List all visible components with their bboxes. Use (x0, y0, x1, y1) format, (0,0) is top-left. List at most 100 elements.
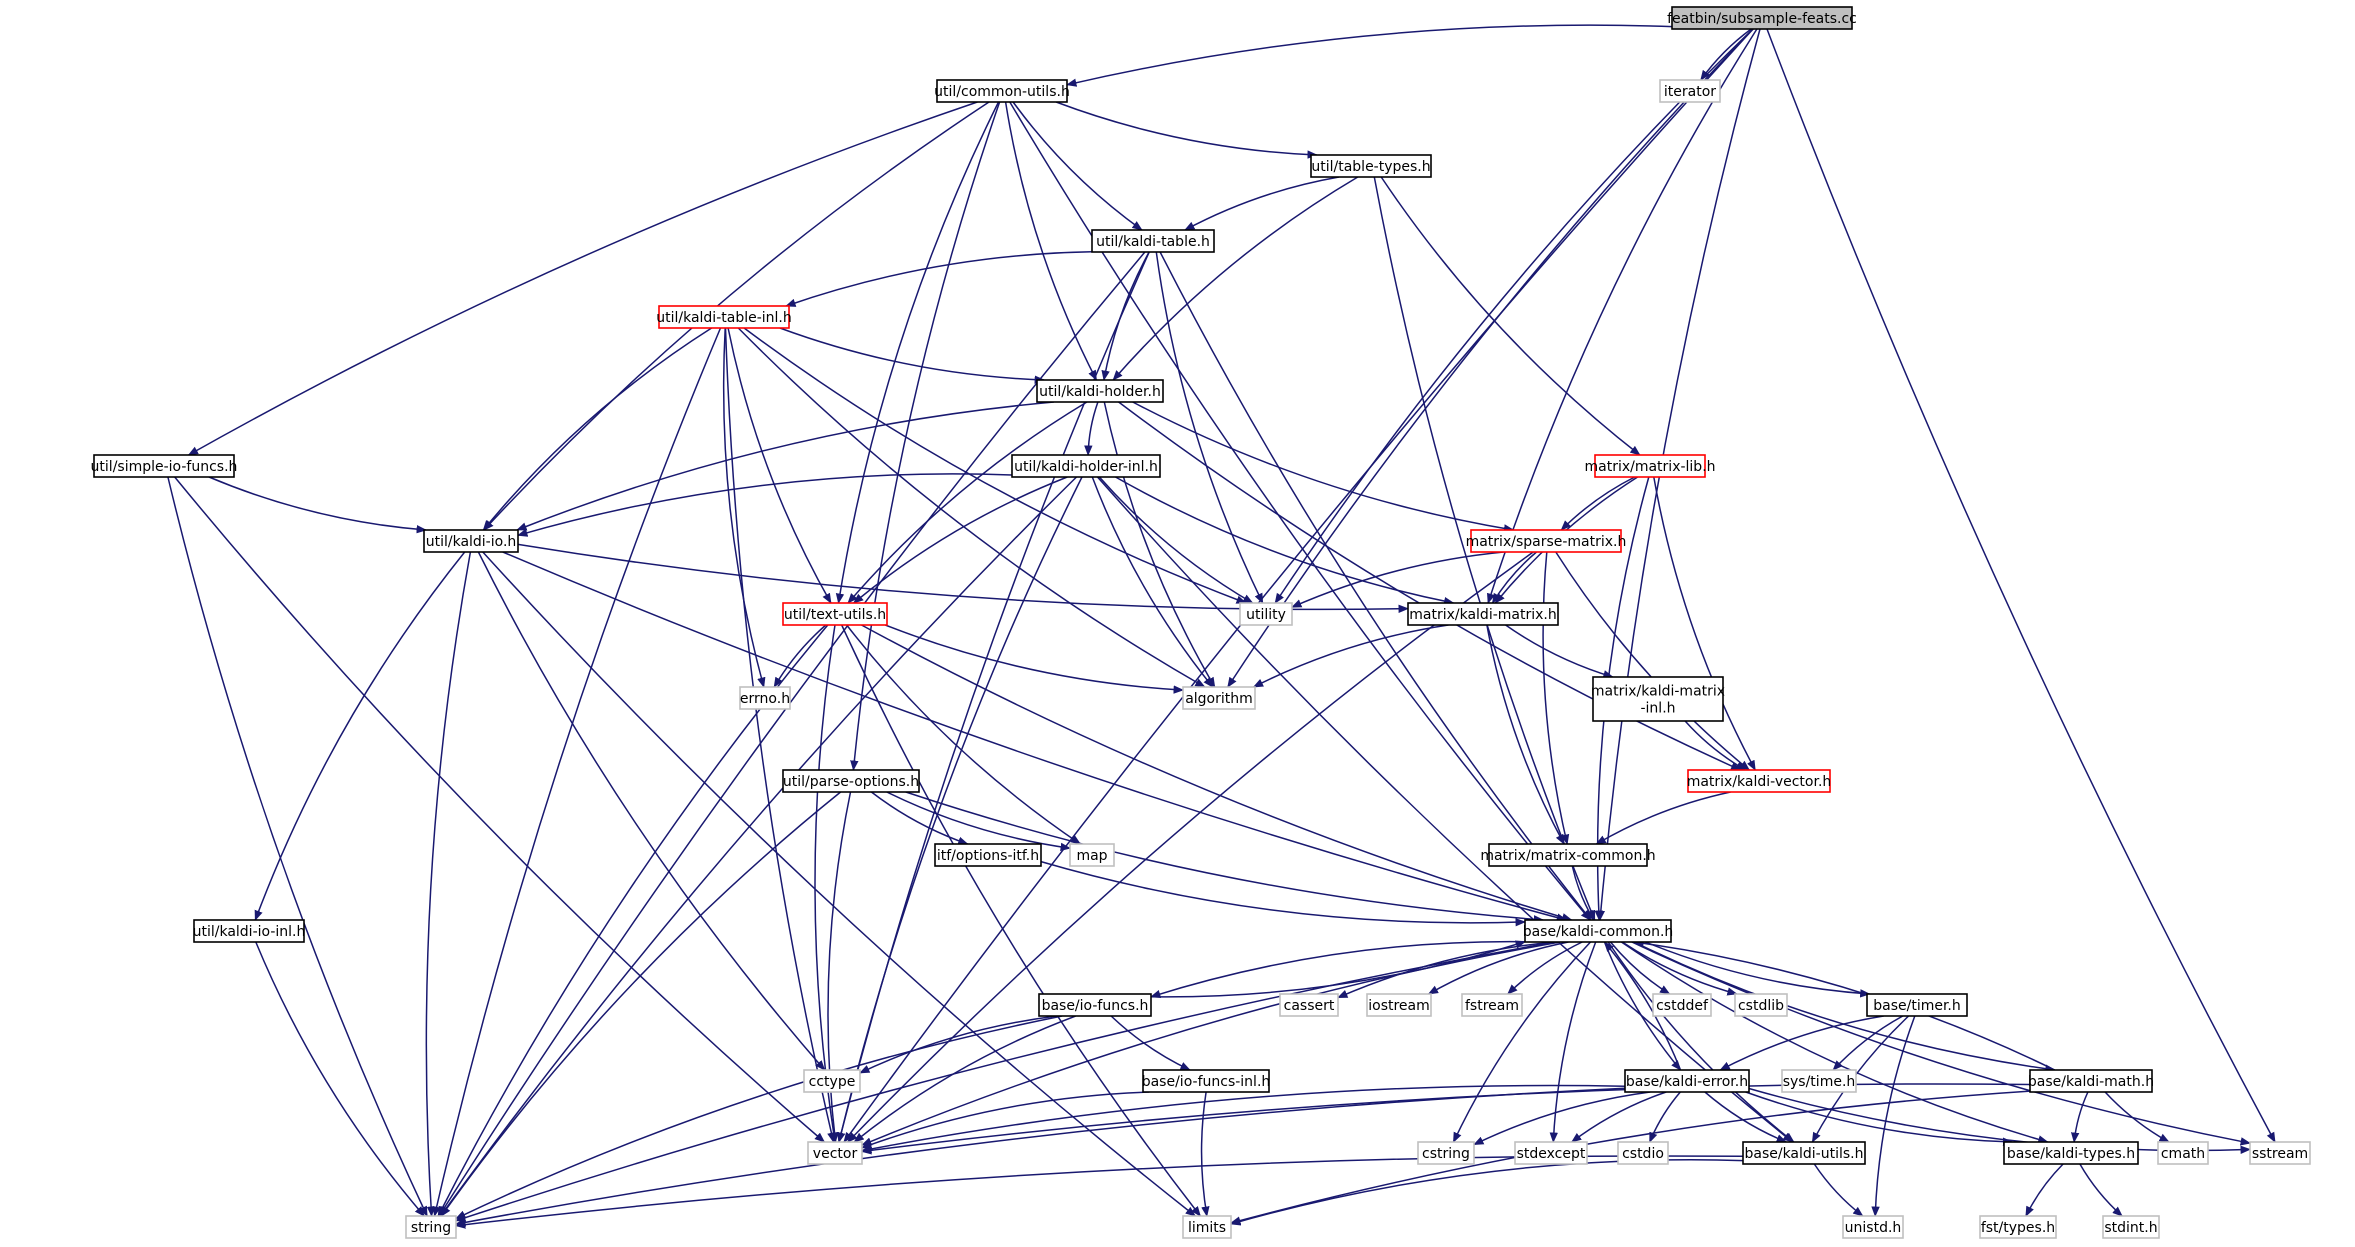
node-kaldi-vector[interactable]: matrix/kaldi-vector.h (1687, 769, 1832, 793)
node-matrix-common[interactable]: matrix/matrix-common.h (1480, 843, 1656, 867)
node-label: base/timer.h (1873, 998, 1961, 1014)
edge-kaldi_holder-to-kaldi_holder_inl (1084, 401, 1099, 457)
edge-kaldi_holder-to-algorithm (1103, 401, 1216, 688)
node-cmath: cmath (2157, 1141, 2209, 1165)
node-label: errno.h (740, 691, 790, 707)
node-label: util/simple-io-funcs.h (91, 459, 238, 475)
node-cstddef: cstddef (1652, 993, 1712, 1017)
node-box (1617, 1141, 1669, 1165)
edge-kaldi_holder_inl-to-utility (1098, 476, 1254, 604)
node-options-itf[interactable]: itf/options-itf.h (934, 843, 1042, 867)
edge-common_utils-to-kaldi_io (483, 101, 990, 531)
node-label: base/io-funcs.h (1042, 998, 1149, 1014)
node-root[interactable]: featbin/subsample-feats.cc (1667, 6, 1857, 30)
edge-layer (167, 24, 2276, 1229)
edge-kaldi_table_inl-to-vector (724, 327, 836, 1144)
node-common-utils[interactable]: util/common-utils.h (934, 79, 1070, 103)
edge-kaldi_holder-to-sparse_matrix (1132, 401, 1515, 533)
edge-timer-to-unistd (1871, 1015, 1916, 1218)
node-matrix-lib[interactable]: matrix/matrix-lib.h (1584, 454, 1716, 478)
node-kaldi-error[interactable]: base/kaldi-error.h (1624, 1069, 1750, 1093)
node-limits: limits (1182, 1215, 1232, 1239)
edge-root-to-sstream (1766, 28, 2276, 1143)
edge-kaldi_common-to-cassert (1337, 941, 1556, 999)
node-label: util/kaldi-table.h (1096, 234, 1210, 250)
node-label: util/kaldi-io-inl.h (193, 924, 306, 940)
node-box (1979, 1215, 2057, 1239)
edge-kaldi_io-to-kaldi_matrix (517, 543, 1410, 613)
node-box (2003, 1141, 2139, 1165)
node-label: cstring (1422, 1146, 1470, 1162)
node-kaldi-common[interactable]: base/kaldi-common.h (1523, 919, 1674, 943)
node-box (2029, 1069, 2153, 1093)
node-box (936, 79, 1068, 103)
node-kaldi-utils[interactable]: base/kaldi-utils.h (1742, 1141, 1866, 1165)
node-io-funcs[interactable]: base/io-funcs.h (1038, 993, 1152, 1017)
node-box (93, 454, 235, 478)
node-label: cstdio (1622, 1146, 1664, 1162)
node-iostream: iostream (1366, 993, 1432, 1017)
node-simple-io-funcs[interactable]: util/simple-io-funcs.h (91, 454, 238, 478)
node-box (1182, 686, 1256, 710)
node-box (782, 769, 920, 793)
edge-root-to-vector (843, 28, 1754, 1143)
node-fst-types: fst/types.h (1979, 1215, 2057, 1239)
edge-kaldi_matrix-to-matrix_common (1486, 624, 1565, 845)
node-label: string (411, 1220, 451, 1236)
edge-text_utils-to-vector (814, 624, 838, 1144)
edge-parse_options-to-vector (827, 791, 852, 1144)
node-io-funcs-inl[interactable]: base/io-funcs-inl.h (1142, 1069, 1271, 1093)
node-errno: errno.h (739, 686, 791, 710)
edge-text_utils-to-map (846, 624, 1082, 845)
edge-kaldi_math-to-vector (860, 1083, 2031, 1155)
node-label: map (1076, 848, 1107, 864)
edge-parse_options-to-kaldi_common (905, 791, 1545, 924)
node-vector: vector (807, 1141, 863, 1165)
edge-kaldi_holder_inl-to-algorithm (1091, 476, 1214, 688)
node-text-utils[interactable]: util/text-utils.h (782, 602, 888, 626)
node-box (934, 843, 1042, 867)
node-kaldi-types[interactable]: base/kaldi-types.h (2003, 1141, 2139, 1165)
node-box (1470, 529, 1622, 553)
edge-kaldi_common-to-cstring (1452, 941, 1592, 1143)
node-kaldi-io-inl[interactable]: util/kaldi-io-inl.h (193, 919, 306, 943)
edge-kaldi_table_inl-to-text_utils (727, 327, 832, 604)
edge-kaldi_io-to-string (425, 551, 472, 1218)
edge-simple_io_funcs-to-vector (174, 476, 826, 1143)
edge-kaldi_matrix_inl-to-kaldi_vector (1684, 720, 1747, 771)
edge-kaldi_common-to-io_funcs (1149, 940, 1526, 998)
node-box (1279, 993, 1339, 1017)
node-label: cctype (809, 1074, 856, 1090)
edge-kaldi_table-to-kaldi_common (1159, 251, 1592, 921)
node-box (1142, 1069, 1270, 1093)
node-kaldi-matrix-inl[interactable]: matrix/kaldi-matrix-inl.h (1591, 676, 1725, 722)
edge-options_itf-to-kaldi_common (1040, 860, 1527, 927)
node-label: cmath (2161, 1146, 2205, 1162)
node-box (1407, 602, 1559, 626)
node-kaldi-table[interactable]: util/kaldi-table.h (1091, 229, 1215, 253)
node-kaldi-holder[interactable]: util/kaldi-holder.h (1036, 379, 1164, 403)
node-table-types[interactable]: util/table-types.h (1310, 154, 1432, 178)
edge-kaldi_math-to-cmath (2104, 1091, 2170, 1143)
edge-kaldi_holder_inl-to-kaldi_utils (1096, 476, 1794, 1143)
node-label: iterator (1664, 84, 1716, 100)
node-box (1036, 379, 1164, 403)
edge-timer-to-kaldi_error (1719, 1015, 1884, 1071)
edge-kaldi_error-to-vector (860, 1084, 1626, 1154)
node-kaldi-holder-inl[interactable]: util/kaldi-holder-inl.h (1011, 454, 1161, 478)
node-kaldi-table-inl[interactable]: util/kaldi-table-inl.h (656, 305, 792, 329)
node-sparse-matrix[interactable]: matrix/sparse-matrix.h (1466, 529, 1627, 553)
node-sstream: sstream (2249, 1141, 2311, 1165)
edge-kaldi_math-to-kaldi_common (1633, 939, 2056, 1071)
node-timer[interactable]: base/timer.h (1866, 993, 1968, 1017)
node-parse-options[interactable]: util/parse-options.h (782, 769, 920, 793)
node-kaldi-matrix[interactable]: matrix/kaldi-matrix.h (1407, 602, 1559, 626)
node-label: util/kaldi-holder.h (1039, 384, 1161, 400)
edge-root-to-utility (1274, 28, 1754, 604)
edge-sparse_matrix-to-vector (847, 551, 1534, 1143)
node-kaldi-math[interactable]: base/kaldi-math.h (2028, 1069, 2154, 1093)
edge-kaldi_common-to-timer (1645, 941, 1871, 998)
node-algorithm: algorithm (1182, 686, 1256, 710)
node-kaldi-io[interactable]: util/kaldi-io.h (423, 529, 519, 553)
edge-kaldi_table-to-string (438, 251, 1146, 1217)
